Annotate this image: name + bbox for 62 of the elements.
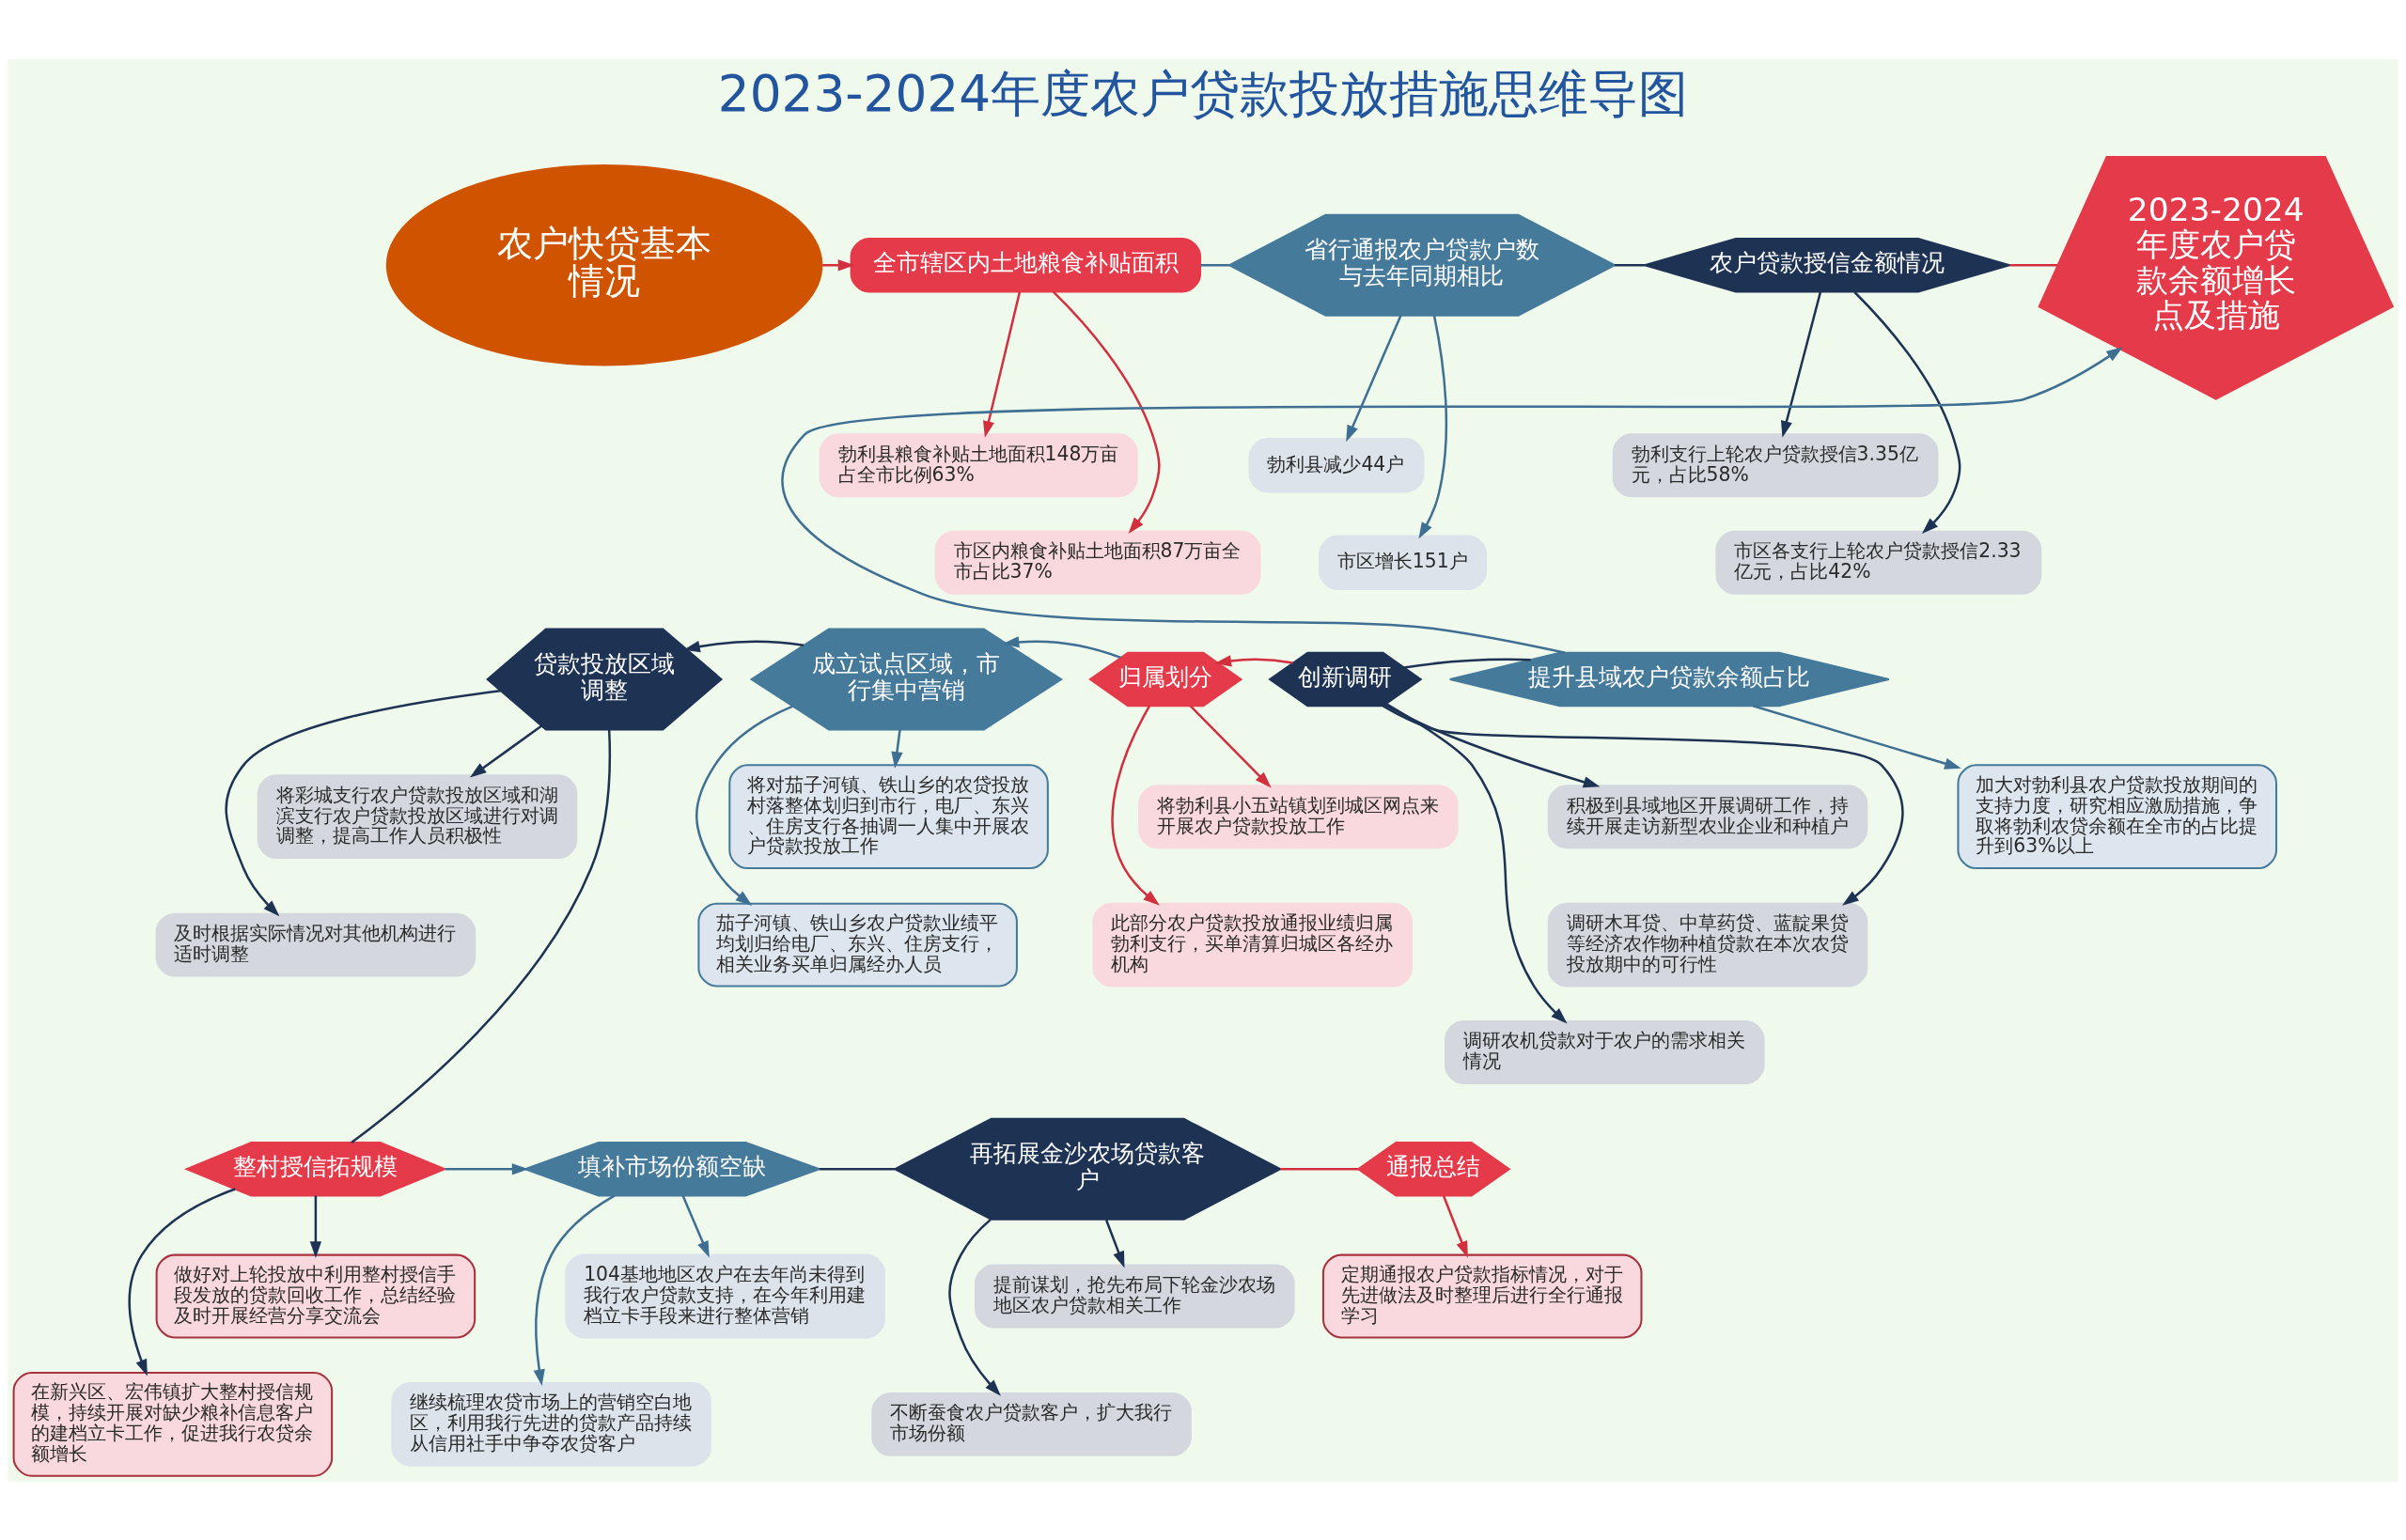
- arrow: [225, 689, 501, 916]
- arrow: [445, 1162, 529, 1174]
- arrow: [1052, 290, 1161, 534]
- node-box: 调研木耳贷、中草药贷、蓝靛果贷等经济农作物种植贷款在本次农贷投放期中的可行性: [1547, 902, 1868, 987]
- node-box: 勃利县粮食补贴土地面积148万亩占全市比例63%: [819, 432, 1138, 497]
- node-box: 将彩城支行农户贷款投放区域和湖滨支行农户贷款投放区域进行对调调整，提高工作人员积极性: [257, 773, 578, 859]
- arrow: [1111, 705, 1160, 906]
- node-box: 将对茄子河镇、铁山乡的农贷投放村落整体划归到市行，电厂、东兴、住房支行各抽调一人集中开展农户贷款投放工作: [728, 763, 1049, 869]
- connector: [1403, 658, 1531, 669]
- arrow: [683, 639, 805, 652]
- diagram-title: 2023-2024年度农户贷款投放措施思维导图: [717, 64, 1689, 123]
- node-box: 此部分农户贷款投放通报业绩归属勃利支行，买单清算归城区各经办机构: [1092, 902, 1413, 987]
- arrow: [1104, 1219, 1125, 1268]
- connector: [1614, 263, 1645, 267]
- node-box: 勃利县减少44户: [1248, 437, 1425, 492]
- arrow: [983, 291, 1022, 438]
- node-box: 继续梳理农贷市场上的营销空白地区，利用我行先进的贷款产品持续从信用社手中争夺农贷客户: [391, 1381, 711, 1467]
- node-box: 全市辖区内土地粮食补贴面积: [850, 237, 1202, 292]
- arrow: [782, 346, 2123, 654]
- arrow: [533, 1194, 616, 1386]
- node-box: 将勃利县小五站镇划到城区网点来开展农户贷款投放工作: [1138, 784, 1459, 848]
- arrow: [128, 1187, 236, 1376]
- node-box: 加大对勃利县农户贷款投放期间的支持力度，研究相应激励措施，争取将勃利农贷余额在全市的占比提升到63%以上: [1957, 763, 2278, 869]
- arrow: [1385, 702, 1568, 1023]
- arrow: [1418, 314, 1448, 539]
- arrow: [469, 724, 542, 777]
- arrow: [1384, 703, 1601, 787]
- arrow: [695, 705, 793, 906]
- node-box: 及时根据实际情况对其他机构进行适时调整: [155, 912, 477, 976]
- arrow: [1752, 704, 1961, 770]
- node-box: 积极到县域地区开展调研工作，持续开展走访新型农业企业和种植户: [1547, 784, 1868, 848]
- connector: [2009, 263, 2058, 267]
- node-ellipse: 农户快贷基本情况: [385, 163, 823, 366]
- arrow: [1442, 1194, 1468, 1258]
- node-box: 勃利支行上轮农户贷款授信3.35亿元，占比58%: [1612, 432, 1939, 497]
- arrow: [681, 1194, 710, 1258]
- arrow: [1383, 704, 1904, 906]
- connector: [1280, 1167, 1359, 1171]
- node-box: 调研农机贷款对于农户的需求相关情况: [1445, 1019, 1765, 1084]
- node-box: 提前谋划，抢先布局下轮金沙农场地区农户贷款相关工作: [975, 1264, 1295, 1328]
- node-box: 市区各支行上轮农户贷款授信2.33亿元，占比42%: [1715, 530, 2042, 595]
- node-box: 在新兴区、宏伟镇扩大整村授信规模，持续开展对缺少粮补信息客户的建档立卡工作，促进我行农贷余额增长: [12, 1371, 334, 1477]
- node-box: 做好对上轮投放中利用整村授信手段发放的贷款回收工作，总结经验及时开展经营分享交流会: [155, 1253, 477, 1338]
- arrow: [822, 258, 855, 271]
- node-box: 市区内粮食补贴土地面积87万亩全市占比37%: [934, 530, 1261, 595]
- connector: [1200, 263, 1229, 267]
- arrow: [1002, 635, 1121, 659]
- arrow: [1214, 654, 1293, 666]
- node-box: 104基地地区农户在去年尚未得到我行农户贷款支持，在今年利用建档立卡手段来进行整体营销: [565, 1253, 885, 1338]
- arrow: [309, 1195, 322, 1258]
- node-box: 市区增长151户: [1319, 535, 1488, 590]
- arrow: [1780, 291, 1822, 438]
- arrow: [1189, 705, 1272, 788]
- node-box: 定期通报农户贷款指标情况，对于先进做法及时整理后进行全行通报学习: [1321, 1253, 1643, 1338]
- arrow: [1853, 290, 1961, 534]
- node-box: 茄子河镇、铁山乡农户贷款业绩平均划归给电厂、东兴、住房支行，相关业务买单归属经办人员: [697, 902, 1018, 987]
- arrow: [948, 1218, 1001, 1396]
- node-box: 不断蚕食农户贷款客户，扩大我行市场份额: [871, 1392, 1192, 1456]
- connector: [351, 729, 612, 1143]
- connector: [819, 1167, 896, 1171]
- arrow: [891, 728, 903, 769]
- arrow: [1346, 314, 1402, 442]
